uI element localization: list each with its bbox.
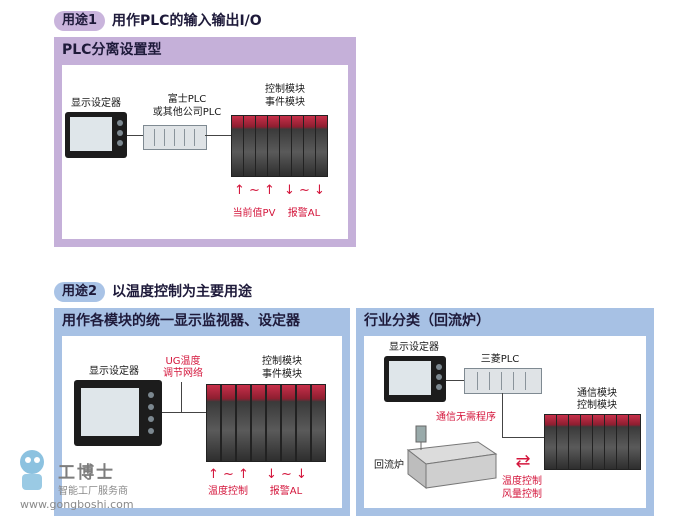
panel-title: 用作各模块的统一显示监视器、设定器 <box>62 313 300 329</box>
temp-control-label: 温度控制 <box>502 476 542 487</box>
plc-module-cable <box>205 135 231 136</box>
al-arrows: ↓ ~ ↓ <box>284 183 325 198</box>
usage-1-badge: 用途1 <box>54 11 106 31</box>
reflow-oven-machine <box>406 425 498 490</box>
hmi-display-device <box>384 356 446 402</box>
comm-no-program-label: 通信无需程序 <box>436 412 496 423</box>
usage-1-heading: 用作PLC的输入输出I/O <box>112 13 262 29</box>
bidirectional-arrows: ⇄ <box>515 451 531 472</box>
airflow-control-label: 风量控制 <box>502 489 542 500</box>
plc-module-cable-vertical <box>502 393 503 437</box>
control-module-rack <box>206 384 326 462</box>
mascot-logo-icon <box>20 450 44 490</box>
plc-label: 三菱PLC <box>480 354 520 365</box>
usage-2-heading: 以温度控制为主要用途 <box>112 284 252 300</box>
hmi-display-device <box>65 112 127 158</box>
watermark-slogan: 智能工厂服务商 <box>58 486 128 497</box>
network-line-vertical <box>181 382 182 412</box>
watermark-url: www.gongboshi.com <box>20 498 134 511</box>
module-label-2: 事件模块 <box>262 369 302 380</box>
panel-title: PLC分离设置型 <box>62 42 162 58</box>
watermark-brand: 工博士 <box>58 463 115 483</box>
hmi-label: 显示设定器 <box>389 342 439 353</box>
usage-2-badge: 用途2 <box>54 282 106 302</box>
temp-control-label: 温度控制 <box>208 486 248 497</box>
ug-network-label-1: UG温度 <box>165 356 201 367</box>
reflow-oven-label: 回流炉 <box>374 460 404 471</box>
module-label-2: 控制模块 <box>577 400 617 411</box>
plc-label-1: 富士PLC <box>167 94 207 105</box>
module-label-1: 控制模块 <box>262 356 302 367</box>
plc-unit <box>143 125 207 150</box>
pv-label: 当前值PV <box>232 208 276 219</box>
module-label-1: 通信模块 <box>577 388 617 399</box>
module-label-2: 事件模块 <box>265 97 305 108</box>
al-arrows: ↓ ~ ↓ <box>266 467 307 482</box>
plc-unit <box>464 368 542 394</box>
al-label: 报警AL <box>269 486 303 497</box>
plc-label-2: 或其他公司PLC <box>152 107 222 118</box>
hmi-plc-cable <box>446 380 464 381</box>
plc-module-cable <box>502 437 544 438</box>
ug-network-label-2: 调节网络 <box>163 368 203 379</box>
hmi-plc-cable <box>127 135 143 136</box>
network-line <box>162 412 206 413</box>
module-label-1: 控制模块 <box>265 84 305 95</box>
hmi-label: 显示设定器 <box>89 366 139 377</box>
temp-arrows: ↑ ~ ↑ <box>208 467 249 482</box>
hmi-label: 显示设定器 <box>71 98 121 109</box>
hmi-display-device <box>74 380 162 446</box>
al-label: 报警AL <box>287 208 321 219</box>
control-module-rack <box>231 115 331 177</box>
comm-control-module-rack <box>544 414 641 470</box>
panel-title: 行业分类（回流炉） <box>364 313 490 329</box>
pv-arrows: ↑ ~ ↑ <box>234 183 275 198</box>
